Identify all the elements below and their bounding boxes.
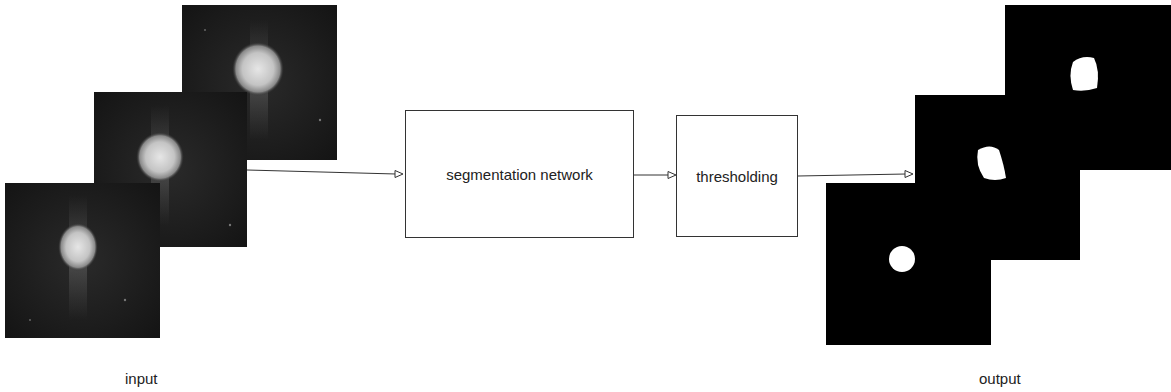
output-mask: [826, 183, 991, 345]
stack-label: output: [979, 370, 1021, 387]
box-label: segmentation network: [446, 166, 593, 183]
stack-label: input: [125, 370, 158, 387]
process-box: segmentation network: [405, 110, 634, 238]
process-box: thresholding: [676, 115, 798, 237]
box-label: thresholding: [696, 168, 778, 185]
input-image: [5, 183, 160, 338]
flow-connector: [634, 172, 676, 179]
